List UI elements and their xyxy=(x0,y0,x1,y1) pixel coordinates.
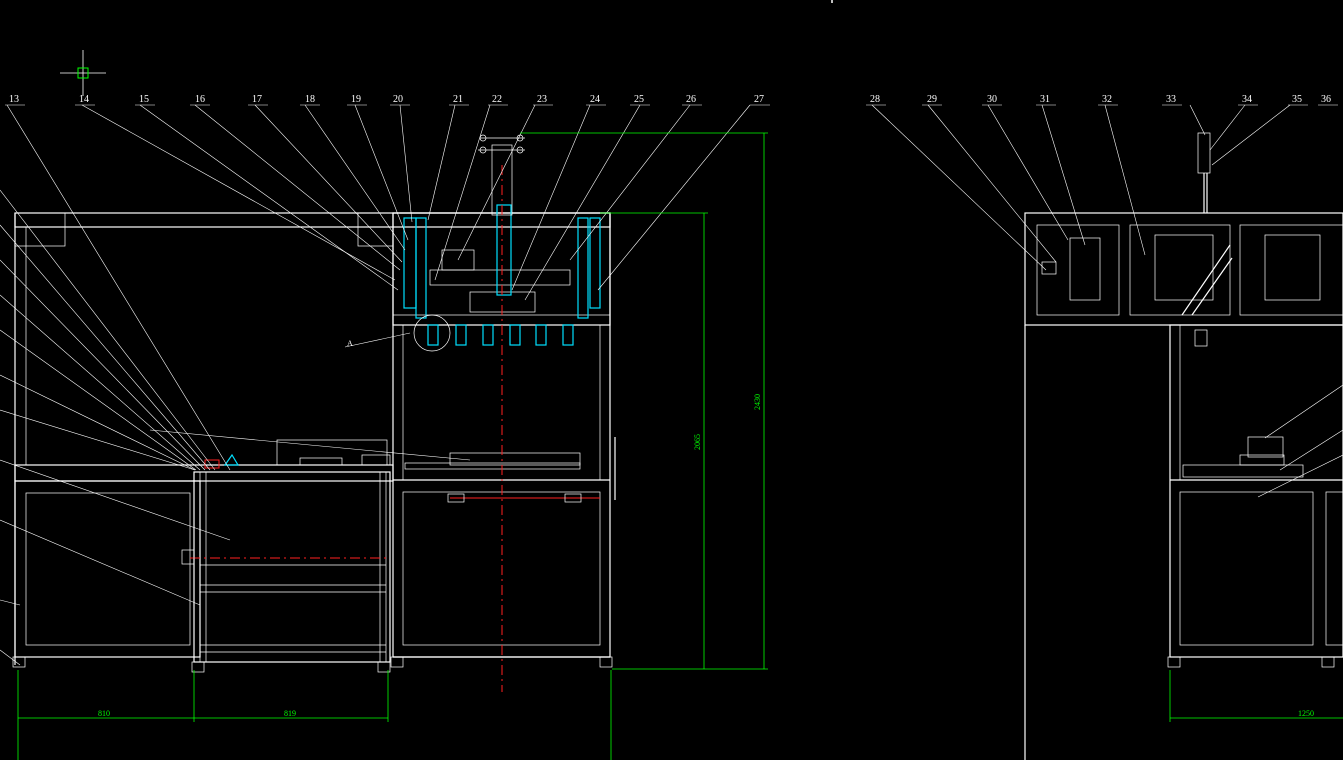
callout-26: 26 xyxy=(686,94,696,105)
callout-25: 25 xyxy=(634,94,644,105)
callout-17: 17 xyxy=(252,94,262,105)
dim-height-total: 2430 xyxy=(753,394,762,410)
callout-28: 28 xyxy=(870,94,880,105)
callout-30: 30 xyxy=(987,94,997,105)
callout-13: 13 xyxy=(9,94,19,105)
callout-29: 29 xyxy=(927,94,937,105)
callout-21: 21 xyxy=(453,94,463,105)
callout-27: 27 xyxy=(754,94,764,105)
center-cart xyxy=(193,471,391,663)
dim-width-middle: 819 xyxy=(284,709,296,718)
callout-35: 35 xyxy=(1292,94,1302,105)
work-table-top xyxy=(14,464,394,482)
callout-16: 16 xyxy=(195,94,205,105)
corner-bracket-mid xyxy=(357,212,394,247)
callout-23: 23 xyxy=(537,94,547,105)
top-frame-beam xyxy=(14,212,611,228)
callouts-front: 13 14 15 16 17 18 19 20 21 22 23 24 25 2… xyxy=(9,94,764,348)
callout-34: 34 xyxy=(1242,94,1252,105)
dim-width-side: 1250 xyxy=(1298,709,1314,718)
callout-18: 18 xyxy=(305,94,315,105)
callout-24: 24 xyxy=(590,94,600,105)
dim-height-inner: 2065 xyxy=(693,434,702,450)
leader-lines-side xyxy=(871,104,1343,498)
callout-20: 20 xyxy=(393,94,403,105)
dim-width-left: 810 xyxy=(98,709,110,718)
callout-14: 14 xyxy=(79,94,89,105)
callout-33: 33 xyxy=(1166,94,1176,105)
detail-circle-a xyxy=(413,314,451,352)
leader-lines-front xyxy=(0,104,751,666)
crosshair-cursor-icon xyxy=(60,50,106,96)
callouts-side: 28 29 30 31 32 33 34 35 36 xyxy=(870,94,1331,105)
callout-36: 36 xyxy=(1321,94,1331,105)
dimensions-front: 810 819 2065 2430 xyxy=(17,132,768,760)
front-view xyxy=(12,134,616,692)
lower-cabinet-left xyxy=(14,480,201,658)
callout-32: 32 xyxy=(1102,94,1112,105)
callout-19: 19 xyxy=(351,94,361,105)
dimensions-side: 1250 xyxy=(1169,670,1343,722)
corner-bracket-left xyxy=(14,212,66,247)
callout-22: 22 xyxy=(492,94,502,105)
callout-15: 15 xyxy=(139,94,149,105)
detail-label-a: A xyxy=(347,339,353,348)
callout-31: 31 xyxy=(1040,94,1050,105)
side-view xyxy=(1024,132,1343,760)
